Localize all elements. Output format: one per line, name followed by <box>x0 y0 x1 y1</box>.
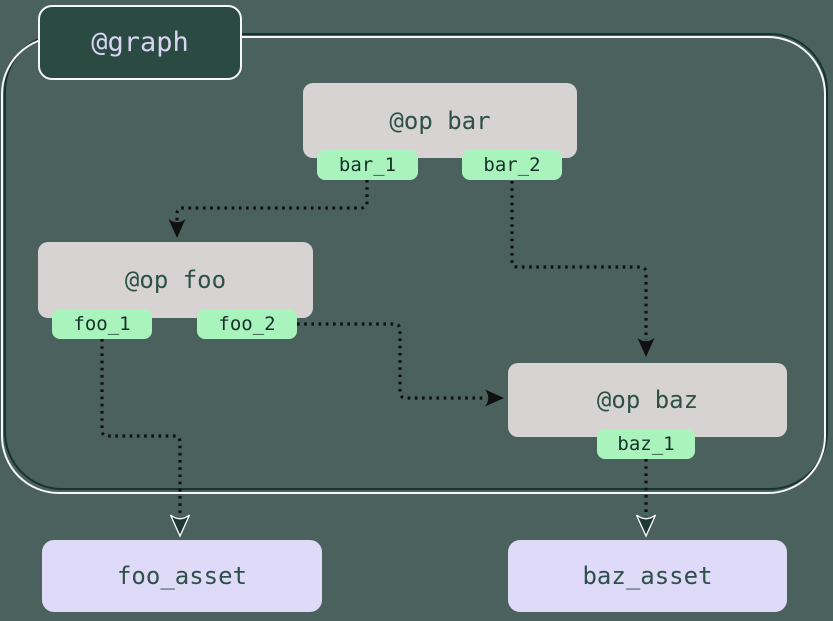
op-node-foo: @op foo <box>38 242 313 318</box>
output-tag-baz-1: baz_1 <box>597 429 695 459</box>
arrowhead-foo1-to-foo-asset-icon <box>169 514 191 538</box>
edge-foo1-to-foo-asset <box>100 339 182 517</box>
asset-node-baz-asset: baz_asset <box>508 540 787 612</box>
graph-label-chip: @graph <box>38 5 242 80</box>
output-tag-bar-2-label: bar_2 <box>483 154 541 176</box>
edge-bar1-to-foo <box>175 180 369 221</box>
op-foo-label: @op foo <box>124 266 227 294</box>
output-tag-foo-2: foo_2 <box>197 309 297 339</box>
asset-foo-label: foo_asset <box>116 562 248 590</box>
graph-boundary <box>4 33 828 490</box>
op-node-bar: @op bar <box>303 83 577 158</box>
output-tag-bar-1-label: bar_1 <box>338 154 397 176</box>
op-baz-label: @op baz <box>596 386 699 414</box>
op-bar-label: @op bar <box>389 106 491 135</box>
output-tag-bar-2: bar_2 <box>462 150 562 180</box>
arrowhead-bar2-to-baz-icon <box>637 338 655 357</box>
asset-node-foo-asset: foo_asset <box>42 540 322 612</box>
edge-bar2-to-baz <box>510 181 648 340</box>
output-tag-baz-1-label: baz_1 <box>617 433 675 455</box>
output-tag-foo-1: foo_1 <box>52 309 152 339</box>
edge-foo2-to-baz <box>297 322 487 400</box>
arrowhead-bar1-to-foo-icon <box>168 219 186 238</box>
graph-label: @graph <box>91 27 189 58</box>
output-tag-foo-1-label: foo_1 <box>73 313 131 335</box>
op-node-baz: @op baz <box>508 363 787 437</box>
output-tag-bar-1: bar_1 <box>317 150 418 180</box>
asset-baz-label: baz_asset <box>582 562 713 590</box>
output-tag-foo-2-label: foo_2 <box>218 313 276 335</box>
arrowhead-baz1-to-baz-asset-icon <box>635 514 657 538</box>
arrowhead-foo2-to-baz-icon <box>485 389 504 407</box>
